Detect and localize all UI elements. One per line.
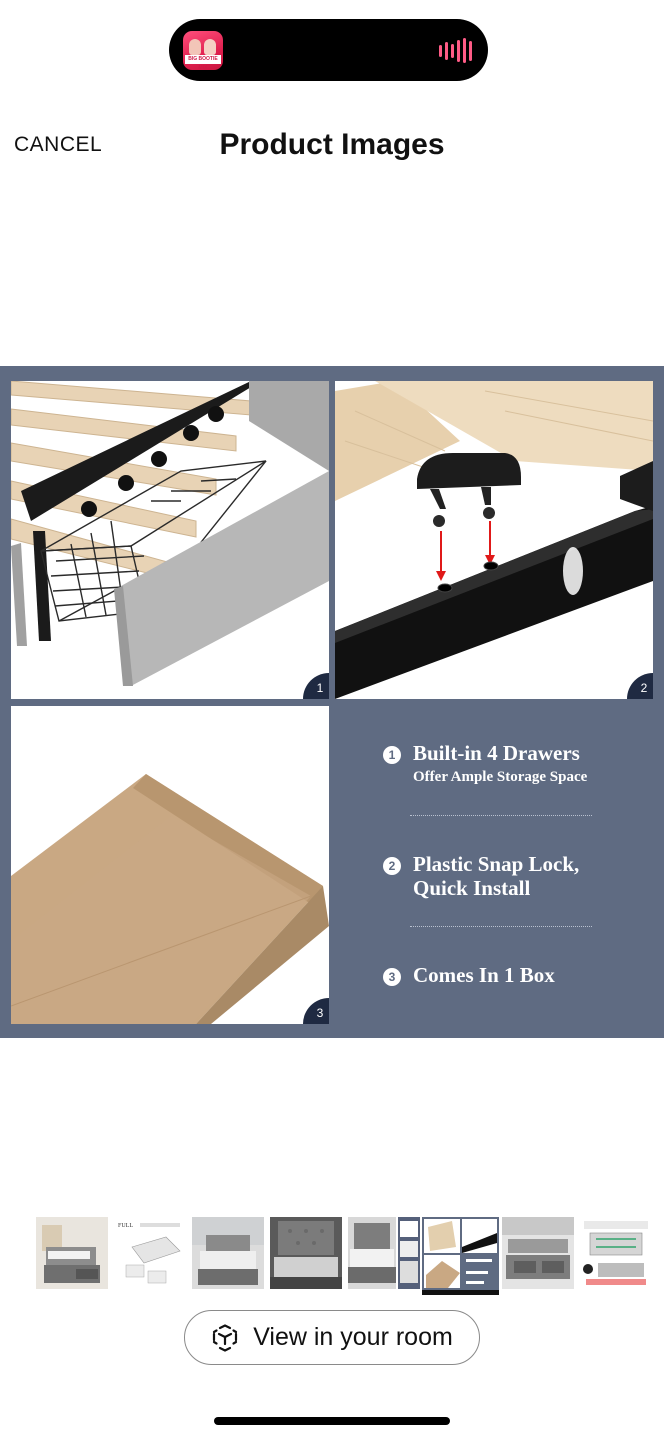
thumbnail-8[interactable]	[502, 1217, 574, 1289]
feature-divider	[410, 815, 592, 816]
thumbnail-9[interactable]	[580, 1217, 652, 1289]
feature-divider	[410, 926, 592, 927]
image-tile-snap-lock: 2	[335, 381, 653, 699]
feature-heading: Plastic Snap Lock,	[413, 852, 580, 876]
waveform-icon	[439, 38, 472, 63]
thumbnail-3[interactable]	[192, 1217, 264, 1289]
feature-heading: Built-in 4 Drawers	[413, 741, 580, 765]
image-tile-box: 3	[11, 706, 329, 1024]
view-in-room-button[interactable]: View in your room	[184, 1310, 480, 1365]
feature-list: 1 Built-in 4 Drawers Offer Ample Storage…	[383, 741, 643, 987]
feature-item: 1 Built-in 4 Drawers Offer Ample Storage…	[383, 741, 643, 789]
tile-number-badge: 1	[303, 673, 329, 699]
thumbnail-4[interactable]	[270, 1217, 342, 1289]
feature-item: 3 Comes In 1 Box	[383, 963, 643, 987]
product-image-main[interactable]: 1	[0, 366, 664, 1038]
thumbnail-2[interactable]: FULL	[114, 1217, 186, 1289]
shipping-box-illustration	[11, 706, 329, 1024]
svg-text:FULL: FULL	[118, 1223, 133, 1229]
feature-number: 3	[383, 968, 401, 986]
page-title: Product Images	[219, 128, 445, 161]
now-playing-artwork-text: BIG BOOTIE MIX	[185, 55, 221, 70]
thumbnail-strip: FULL	[36, 1217, 656, 1295]
home-indicator[interactable]	[214, 1417, 450, 1425]
now-playing-artwork[interactable]: BIG BOOTIE MIX	[183, 31, 223, 70]
thumbnail-7-selected[interactable]	[422, 1217, 499, 1295]
view-in-room-label: View in your room	[253, 1323, 453, 1351]
feature-subheading: Offer Ample Storage Space	[413, 769, 588, 785]
feature-item: 2 Plastic Snap Lock, Quick Install	[383, 852, 643, 900]
feature-heading-line2: Quick Install	[413, 876, 531, 900]
snap-lock-illustration	[335, 381, 653, 699]
image-tile-drawer: 1	[11, 381, 329, 699]
feature-number: 2	[383, 857, 401, 875]
ar-cube-icon	[213, 1323, 238, 1352]
feature-number: 1	[383, 746, 401, 764]
drawer-basket-illustration	[11, 381, 329, 699]
feature-heading: Comes In 1 Box	[413, 963, 555, 987]
dynamic-island[interactable]: BIG BOOTIE MIX	[169, 19, 488, 81]
cancel-button[interactable]: CANCEL	[14, 133, 103, 156]
thumbnail-5[interactable]	[348, 1217, 396, 1289]
thumbnail-1[interactable]	[36, 1217, 108, 1289]
thumbnail-6[interactable]	[398, 1217, 420, 1289]
